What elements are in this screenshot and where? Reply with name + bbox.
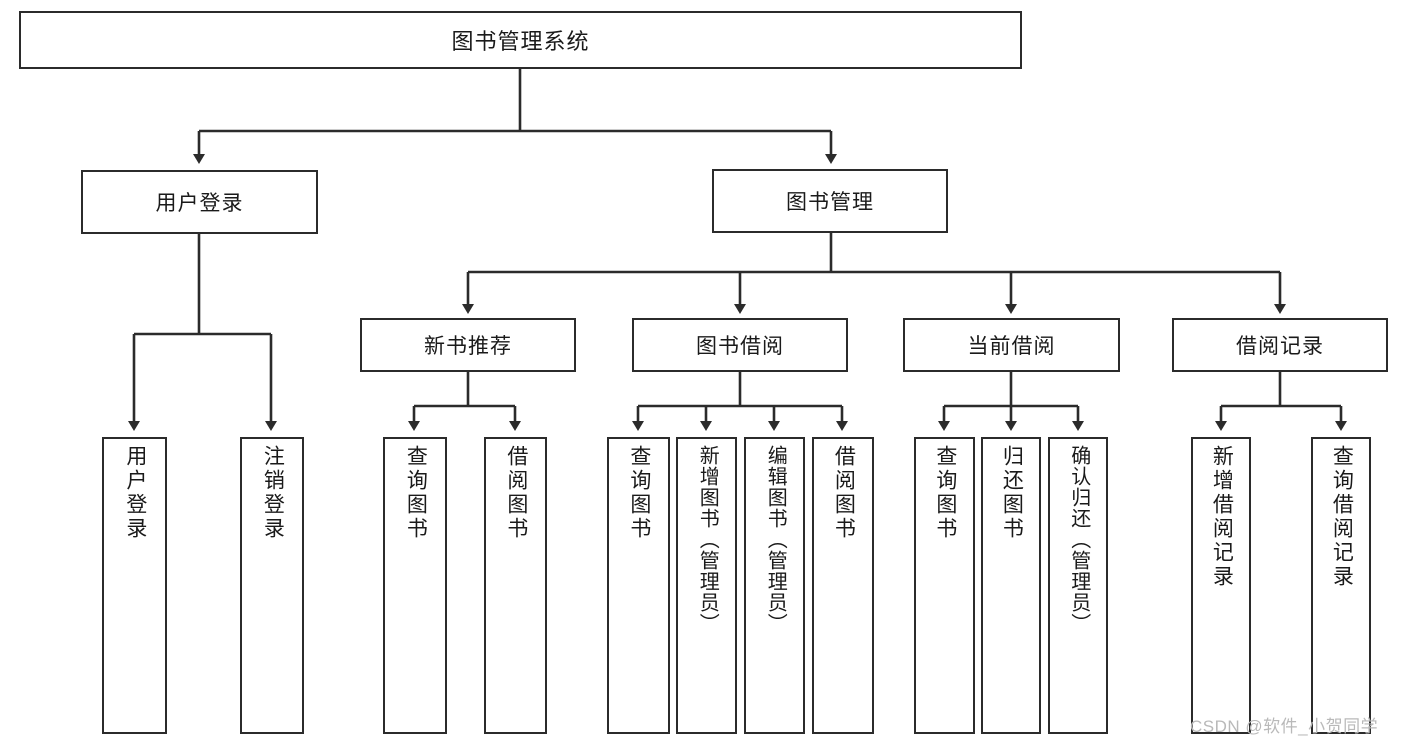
node-leaf-add-record-label: 新增借阅记录 [1210, 445, 1234, 589]
node-leaf-query-book-1-label: 查询图书 [404, 445, 428, 541]
node-new-book-recommend[interactable]: 新书推荐 [360, 318, 576, 372]
node-leaf-user-login[interactable]: 用户登录 [102, 437, 167, 734]
node-leaf-borrow-book-1-label: 借阅图书 [504, 445, 528, 541]
node-leaf-borrow-book-1[interactable]: 借阅图书 [484, 437, 547, 734]
node-book-manage[interactable]: 图书管理 [712, 169, 948, 233]
node-user-login-label: 用户登录 [155, 192, 244, 215]
node-book-borrow[interactable]: 图书借阅 [632, 318, 848, 372]
node-current-borrow-label: 当前借阅 [967, 335, 1056, 358]
node-leaf-query-book-3[interactable]: 查询图书 [914, 437, 975, 734]
node-book-borrow-label: 图书借阅 [696, 335, 784, 358]
node-leaf-edit-book-label: 编辑图书（管理员） [764, 445, 787, 634]
node-borrow-record[interactable]: 借阅记录 [1172, 318, 1388, 372]
node-leaf-query-record-label: 查询借阅记录 [1330, 445, 1354, 589]
node-leaf-confirm-return[interactable]: 确认归还（管理员） [1048, 437, 1108, 734]
node-leaf-borrow-book-2-label: 借阅图书 [832, 445, 856, 541]
node-root-label: 图书管理系统 [451, 29, 590, 54]
node-user-login[interactable]: 用户登录 [81, 170, 318, 234]
node-leaf-logout-label: 注销登录 [261, 445, 285, 541]
node-leaf-user-login-label: 用户登录 [123, 445, 147, 541]
node-leaf-query-book-3-label: 查询图书 [933, 445, 957, 541]
node-leaf-add-record[interactable]: 新增借阅记录 [1191, 437, 1251, 734]
node-leaf-query-book-1[interactable]: 查询图书 [383, 437, 447, 734]
node-leaf-confirm-return-label: 确认归还（管理员） [1067, 445, 1090, 634]
node-leaf-query-book-2[interactable]: 查询图书 [607, 437, 670, 734]
node-leaf-add-book[interactable]: 新增图书（管理员） [676, 437, 737, 734]
node-borrow-record-label: 借阅记录 [1236, 335, 1324, 358]
node-leaf-query-book-2-label: 查询图书 [627, 445, 651, 541]
node-leaf-logout[interactable]: 注销登录 [240, 437, 304, 734]
node-current-borrow[interactable]: 当前借阅 [903, 318, 1120, 372]
node-new-book-recommend-label: 新书推荐 [424, 335, 512, 358]
node-book-manage-label: 图书管理 [786, 191, 874, 214]
node-leaf-return-book-label: 归还图书 [1000, 445, 1024, 541]
csdn-watermark: CSDN @软件_小贺同学 [1190, 717, 1379, 736]
node-leaf-add-book-label: 新增图书（管理员） [696, 445, 719, 634]
node-leaf-edit-book[interactable]: 编辑图书（管理员） [744, 437, 805, 734]
node-root[interactable]: 图书管理系统 [19, 11, 1022, 69]
node-leaf-query-record[interactable]: 查询借阅记录 [1311, 437, 1371, 734]
node-leaf-borrow-book-2[interactable]: 借阅图书 [812, 437, 874, 734]
node-leaf-return-book[interactable]: 归还图书 [981, 437, 1041, 734]
